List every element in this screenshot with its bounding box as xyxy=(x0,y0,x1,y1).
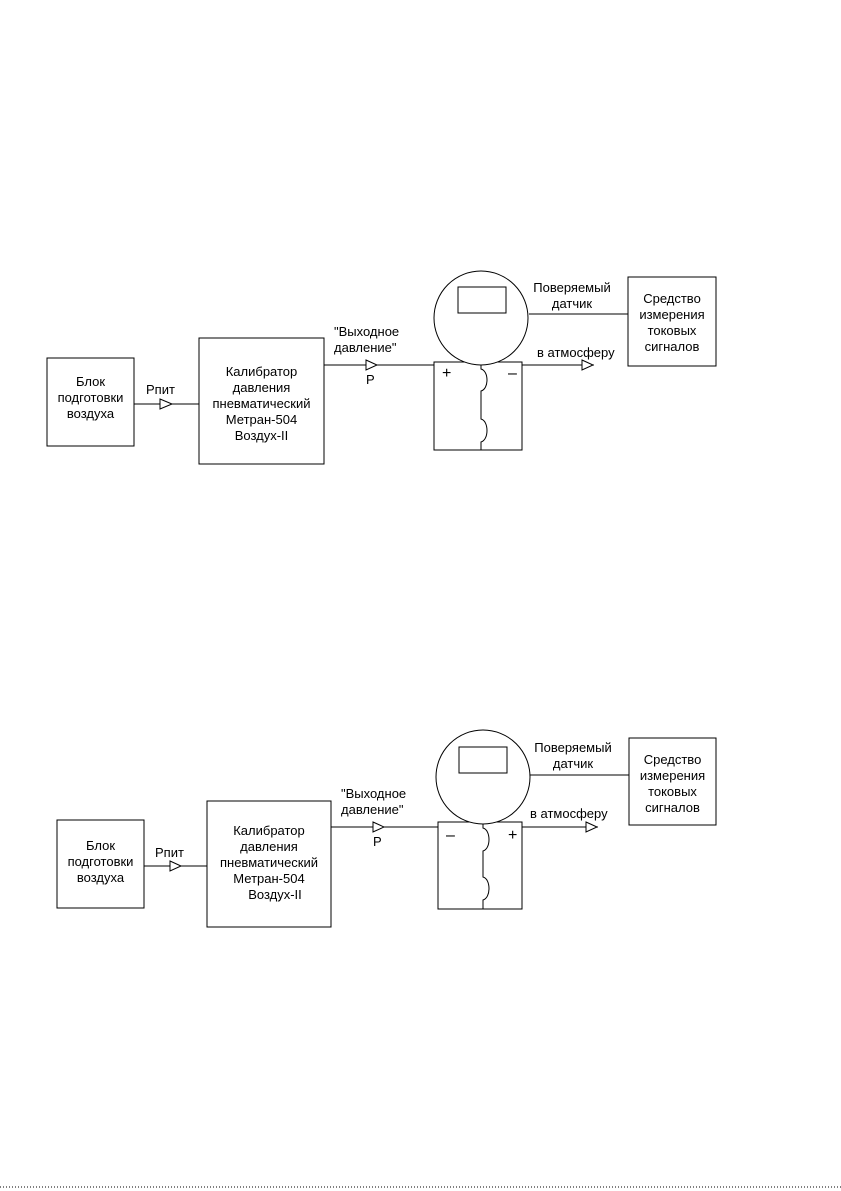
vent-label: в атмосферу xyxy=(537,345,615,360)
calibrator-line-2: давления xyxy=(233,380,291,395)
current-meter-box xyxy=(627,276,717,367)
calibrator-2-line-3: пневматический xyxy=(220,855,318,870)
meter-2-line-2: измерения xyxy=(640,768,705,783)
meter-line-1: Средство xyxy=(643,291,701,306)
air-preparation-unit: Блок подготовки воздуха xyxy=(46,357,135,447)
calibrator-line-1: Калибратор xyxy=(226,364,298,379)
current-meter-box-2 xyxy=(628,737,717,826)
air-preparation-unit-2: Блок подготовки воздуха xyxy=(56,819,145,909)
supply-flow-arrow-2 xyxy=(169,860,183,872)
sensor-display xyxy=(457,286,507,314)
output-pressure-2-label-2: давление" xyxy=(341,802,404,817)
output-pressure-label-2: давление" xyxy=(334,340,397,355)
sensor-2-label-1: Поверяемый xyxy=(534,740,611,755)
air-unit-line-3: воздуха xyxy=(67,406,115,421)
sensor-label-1: Поверяемый xyxy=(533,280,610,295)
calibrator-line-4: Метран-504 xyxy=(226,412,297,427)
p-label-2: Р xyxy=(373,834,382,849)
p-label: Р xyxy=(366,372,375,387)
supply-flow-arrow xyxy=(159,398,174,410)
calibrator-line-5: Воздух-II xyxy=(235,428,289,443)
output-flow-arrow xyxy=(365,359,379,371)
calibrator-2-line-5: Воздух-II xyxy=(248,887,302,902)
air-unit-2-line-1: Блок xyxy=(86,838,115,853)
sensor-under-test: + – xyxy=(433,270,529,451)
sensor-element-2 xyxy=(482,824,490,909)
vent-label-2: в атмосферу xyxy=(530,806,608,821)
calibrator-2-line-1: Калибратор xyxy=(233,823,305,838)
vent-flow-arrow xyxy=(581,359,595,371)
meter-line-3: токовых xyxy=(648,323,697,338)
sensor-under-test-2: – + xyxy=(435,729,531,910)
air-preparation-box-2 xyxy=(56,819,145,909)
sensor-head xyxy=(433,270,529,366)
calibrator-line-3: пневматический xyxy=(212,396,310,411)
calibrator-box xyxy=(198,337,325,465)
air-preparation-box xyxy=(46,357,135,447)
right-port-sign-2: + xyxy=(508,827,517,844)
right-port-sign: – xyxy=(508,365,517,382)
sensor-label-2: датчик xyxy=(552,296,593,311)
air-unit-2-line-2: подготовки xyxy=(68,854,134,869)
calibrator-2-line-2: давления xyxy=(240,839,298,854)
pressure-calibrator-2: Калибратор давления пневматический Метра… xyxy=(206,800,332,928)
meter-2-line-3: токовых xyxy=(648,784,697,799)
air-unit-2-line-3: воздуха xyxy=(77,870,125,885)
calibrator-2-line-4: Метран-504 xyxy=(233,871,304,886)
output-pressure-label-1: "Выходное xyxy=(334,324,399,339)
air-unit-line-1: Блок xyxy=(76,374,105,389)
sensor-head-2 xyxy=(435,729,531,825)
calibrator-box-2 xyxy=(206,800,332,928)
current-meter: Средство измерения токовых сигналов xyxy=(627,276,717,367)
sensor-body xyxy=(433,361,523,451)
output-pressure-2-label-1: "Выходное xyxy=(341,786,406,801)
meter-2-line-1: Средство xyxy=(644,752,702,767)
meter-line-2: измерения xyxy=(639,307,704,322)
left-port-sign-2: – xyxy=(446,827,455,844)
meter-line-4: сигналов xyxy=(645,339,700,354)
diagram-2-reverse-connection: Блок подготовки воздуха Рпит Калибратор … xyxy=(56,729,717,928)
meter-2-line-4: сигналов xyxy=(645,800,700,815)
left-port-sign: + xyxy=(442,365,451,382)
vent-flow-arrow-2 xyxy=(585,821,599,833)
sensor-element xyxy=(480,365,488,450)
current-meter-2: Средство измерения токовых сигналов xyxy=(628,737,717,826)
supply-pressure-label-2: Рпит xyxy=(155,845,184,860)
diagram-1-normal-connection: Блок подготовки воздуха Рпит Калибратор … xyxy=(46,270,717,465)
sensor-display-2 xyxy=(458,746,508,774)
sensor-2-label-2: датчик xyxy=(553,756,594,771)
supply-pressure-label: Рпит xyxy=(146,382,175,397)
sensor-body-2 xyxy=(437,821,523,910)
pressure-calibrator: Калибратор давления пневматический Метра… xyxy=(198,337,325,465)
output-flow-arrow-2 xyxy=(372,821,386,833)
air-unit-line-2: подготовки xyxy=(58,390,124,405)
